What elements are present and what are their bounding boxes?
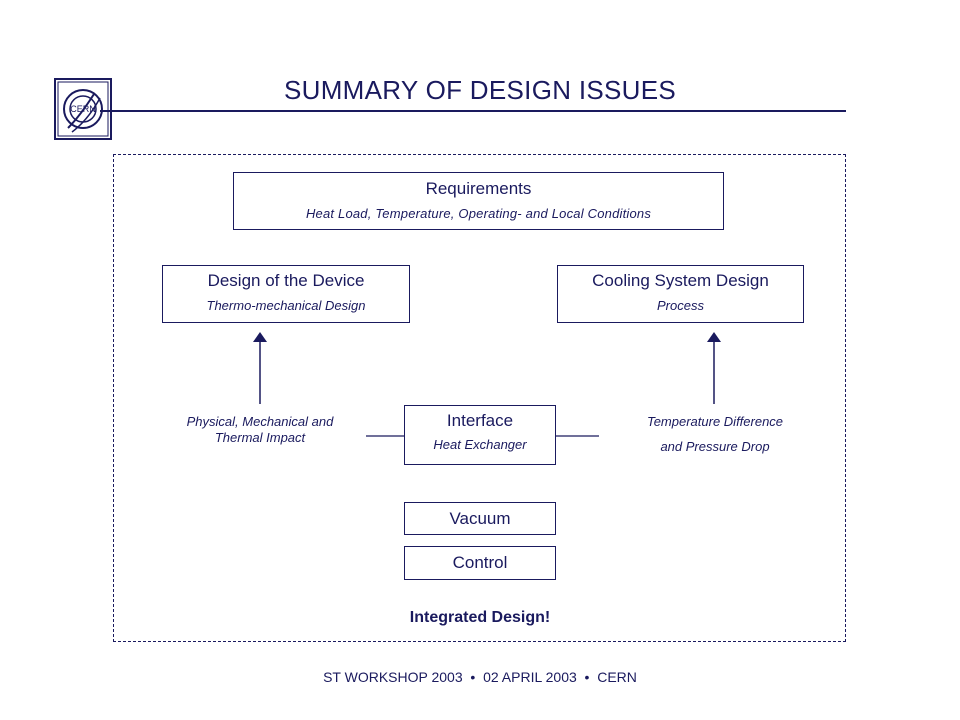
right-process-note: Temperature Difference and Pressure Drop: [600, 409, 830, 459]
integrated-design-label: Integrated Design!: [409, 609, 551, 626]
cooling-system-box: Cooling System Design Process: [557, 265, 804, 323]
footer: ST WORKSHOP 2003 • 02 APRIL 2003 • CERN: [200, 669, 760, 685]
control-box: Control: [404, 546, 556, 580]
footer-date: 02 APRIL 2003: [483, 669, 577, 685]
right-note-line-1: Temperature Difference: [646, 414, 784, 429]
requirements-title: Requirements: [425, 179, 532, 198]
logo-text: CERN: [70, 104, 96, 114]
page-title: SUMMARY OF DESIGN ISSUES: [284, 75, 676, 105]
interface-title: Interface: [446, 411, 514, 430]
title-rule: [100, 110, 846, 112]
cooling-system-subtitle: Process: [657, 298, 704, 313]
footer-org: CERN: [597, 669, 637, 685]
vacuum-box: Vacuum: [404, 502, 556, 535]
footer-event: ST WORKSHOP 2003: [323, 669, 463, 685]
vacuum-label: Vacuum: [449, 509, 511, 528]
control-label: Control: [452, 553, 508, 572]
requirements-box: Requirements Heat Load, Temperature, Ope…: [233, 172, 724, 230]
device-design-title: Design of the Device: [207, 271, 365, 290]
right-note-line-2: and Pressure Drop: [660, 439, 770, 454]
device-design-box: Design of the Device Thermo-mechanical D…: [162, 265, 410, 323]
cooling-system-title: Cooling System Design: [592, 271, 769, 290]
integrated-design-frame: [113, 154, 846, 642]
requirements-subtitle: Heat Load, Temperature, Operating- and L…: [305, 206, 652, 221]
device-design-subtitle: Thermo-mechanical Design: [206, 298, 366, 313]
left-note-line-2: Thermal Impact: [214, 430, 306, 445]
interface-subtitle: Heat Exchanger: [433, 437, 527, 452]
left-note-line-1: Physical, Mechanical and: [186, 414, 334, 429]
left-impact-note: Physical, Mechanical and Thermal Impact: [150, 414, 370, 446]
cern-logo: CERN: [54, 78, 112, 140]
footer-separator: •: [584, 669, 590, 685]
footer-separator: •: [470, 669, 476, 685]
interface-box: Interface Heat Exchanger: [404, 405, 556, 465]
